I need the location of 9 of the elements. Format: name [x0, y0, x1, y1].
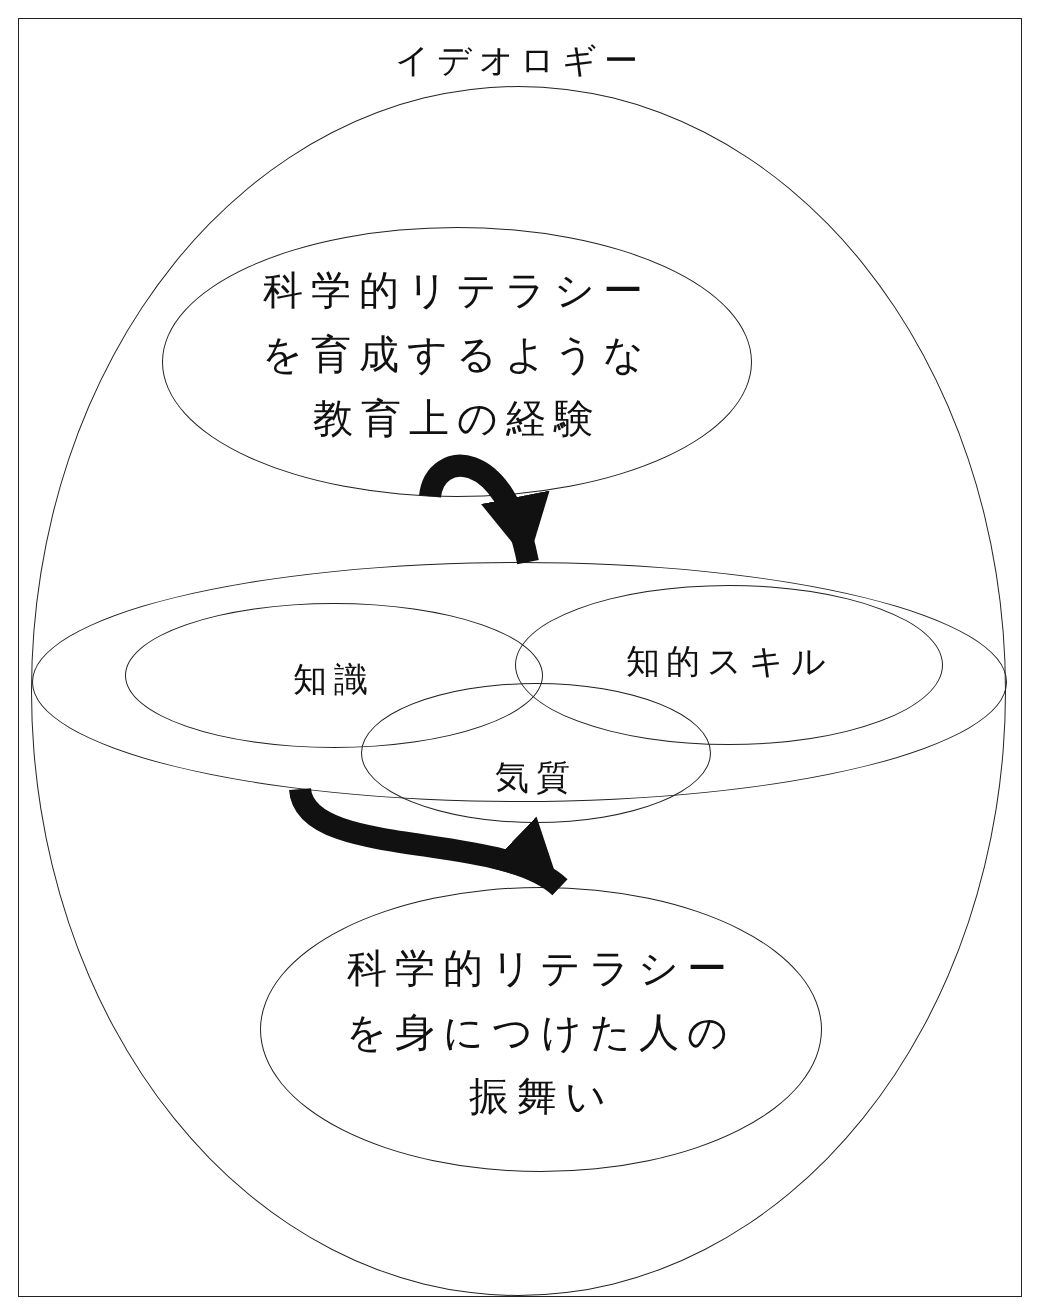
heading: イデオロギー — [395, 39, 645, 82]
ellipse-label: 気質 — [495, 755, 577, 799]
ellipse — [260, 887, 822, 1172]
curved-arrow — [289, 785, 567, 897]
ellipse — [125, 603, 543, 748]
ellipse-label: 知的スキル — [625, 639, 833, 683]
ellipse-label: 科学的リテラシーを身につけた人の振舞い — [345, 943, 737, 1121]
ellipse-label: 科学的リテラシーを育成するような教育上の経験 — [261, 266, 653, 443]
ellipse-label: 知識 — [293, 658, 375, 702]
